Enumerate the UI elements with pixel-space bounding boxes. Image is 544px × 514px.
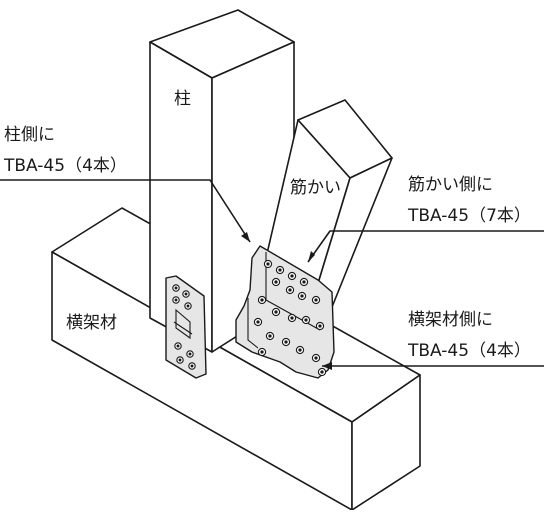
leader-post-arrow [241,232,250,242]
label-post: 柱 [174,89,191,109]
strap-screw-5-center [176,344,180,348]
bracket-screw-20-center [320,370,324,374]
strap-screw-2-center [184,292,188,296]
strap-screw-6-center [188,352,192,356]
label-beam-side-line1: 横架材側に [408,310,493,330]
bracket-screw-1-center [266,262,270,266]
leader-beam-arrow [322,362,332,370]
bracket-screw-17-center [298,348,302,352]
leaders [0,179,544,370]
label-post-side-line2: TBA-45（4本） [3,156,127,176]
label-post-side-line1: 柱側に [4,125,55,145]
bracket-screw-6-center [288,288,292,292]
bracket-screw-10-center [274,310,278,314]
bracket-screw-5-center [274,280,278,284]
label-brace: 筋かい [290,178,341,198]
brace [265,99,393,313]
bracket-screw-11-center [290,316,294,320]
bracket-screw-3-center [290,274,294,278]
bracket-screw-15-center [268,334,272,338]
bracket-screw-19-center [260,350,264,354]
bracket-flange-edge [247,298,259,349]
leader-brace [307,230,544,263]
strap-bolts [172,284,196,370]
label-brace-side-line1: 筋かい側に [408,175,493,195]
beam-end-face [351,374,421,511]
bracket-screw-14-center [256,320,260,324]
strap-slot [175,308,191,340]
leader-post [0,179,251,243]
bracket-screw-18-center [314,356,318,360]
bracket-screw-9-center [260,298,264,302]
bracket-screw-4-center [302,280,306,284]
bracket-screw-8-center [314,298,318,302]
bracket-screw-12-center [304,318,308,322]
label-brace-side-line2: TBA-45（7本） [407,206,531,226]
bracket-plate [235,245,335,379]
strap-center-line [173,321,193,335]
bracket-screw-2-center [278,268,282,272]
bracket-screw-16-center [284,340,288,344]
strap-screw-3-center [174,298,178,302]
strap-screw-4-center [186,304,190,308]
leader-brace-arrow [308,251,315,262]
bracket-bolts [253,259,327,377]
strap-screw-8-center [190,364,194,368]
bracket-screw-7-center [300,294,304,298]
bracket-screw-13-center [318,324,322,328]
strap-screw-7-center [178,358,182,362]
label-beam: 横架材 [66,313,117,333]
strap-screw-1-center [174,286,178,290]
label-beam-side-line2: TBA-45（4本） [407,341,531,361]
